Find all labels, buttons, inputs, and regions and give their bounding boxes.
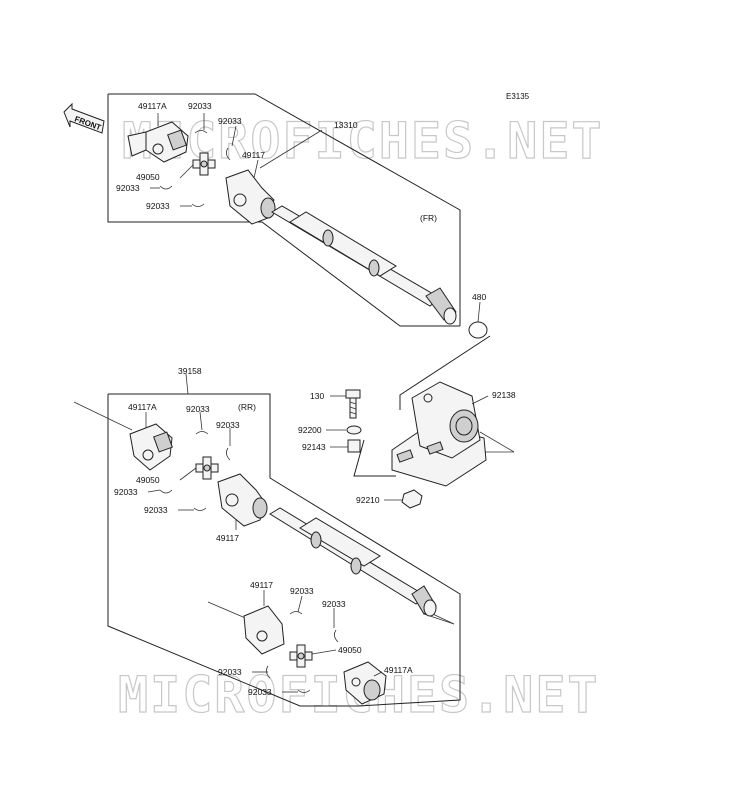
label-front-92033-b: 92033	[218, 116, 242, 126]
rear-yoke-49117	[217, 473, 268, 527]
lower-snap-ring-b	[334, 629, 339, 643]
front-yoke-49117a	[127, 121, 189, 163]
label-front-fr: (FR)	[420, 213, 437, 223]
label-rear-49117: 49117	[216, 533, 239, 543]
lower-yoke-49117	[243, 605, 285, 655]
front-cross-49050	[192, 152, 216, 176]
ring-480: 480	[468, 292, 488, 339]
diagram-code: E3135	[506, 92, 530, 101]
bolt-130	[345, 389, 361, 419]
label-lower-92033-c: 92033	[218, 667, 242, 677]
front-snap-ring-d	[191, 203, 205, 207]
lower-yoke-49117a	[343, 661, 387, 705]
label-front-49117: 49117	[242, 150, 265, 160]
label-front-92033-a: 92033	[188, 101, 212, 111]
label-lower-92033-a: 92033	[290, 586, 314, 596]
rear-yoke-49117a	[129, 423, 173, 471]
front-frame-bottom	[107, 94, 460, 327]
label-480: 480	[472, 292, 486, 302]
lower-snap-ring-d	[297, 689, 311, 693]
lower-cross-49050	[289, 644, 313, 668]
rear-shaft-group: 39158 49117A 92033 (RR) 92033 49050 9203…	[73, 366, 461, 707]
front-snap-ring-a	[194, 130, 208, 134]
label-front-92033-d: 92033	[146, 201, 170, 211]
label-front-49117a: 49117A	[138, 101, 167, 111]
label-92200: 92200	[298, 425, 322, 435]
label-rear-49050: 49050	[136, 475, 160, 485]
front-shaft-13310	[271, 205, 457, 325]
rear-snap-ring-d	[193, 507, 207, 511]
bearing-leader-top	[399, 335, 491, 410]
front-yoke-49117	[225, 169, 276, 225]
label-rear-92033-c: 92033	[114, 487, 138, 497]
rear-frame-left	[107, 394, 358, 707]
label-rear-rr: (RR)	[238, 402, 256, 412]
lower-snap-ring-a	[289, 611, 303, 615]
rear-snap-ring-a	[195, 431, 209, 435]
label-front-13310: 13310	[334, 120, 358, 130]
label-rear-92033-b: 92033	[216, 420, 240, 430]
label-rear-49117a: 49117A	[128, 402, 157, 412]
label-lower-49117a: 49117A	[384, 665, 413, 675]
rear-shaft	[269, 507, 437, 617]
front-snap-ring-c	[159, 185, 173, 190]
label-lower-49050: 49050	[338, 645, 362, 655]
label-92143: 92143	[302, 442, 326, 452]
rear-snap-ring-b	[226, 447, 231, 461]
label-front-49050: 49050	[136, 172, 160, 182]
label-lower-92033-b: 92033	[322, 599, 346, 609]
bearing-leader-left	[353, 439, 396, 477]
label-rear-39158: 39158	[178, 366, 202, 376]
label-rear-92033-d: 92033	[144, 505, 168, 515]
label-lower-92033-d: 92033	[248, 687, 272, 697]
label-front-92033-c: 92033	[116, 183, 140, 193]
bearing-housing-92138	[391, 381, 487, 487]
label-130: 130	[310, 391, 324, 401]
label-92210: 92210	[356, 495, 380, 505]
label-rear-92033-a: 92033	[186, 404, 210, 414]
label-lower-49117: 49117	[250, 580, 273, 590]
front-arrow-icon: FRONT	[63, 102, 105, 134]
bearing-group: 130 92138 92200 92143 92210	[298, 335, 516, 509]
rear-frame-right	[108, 393, 461, 707]
label-92138: 92138	[492, 390, 516, 400]
nut-92210	[401, 489, 423, 509]
front-frame-top	[108, 93, 461, 326]
washer-92200	[346, 425, 362, 435]
collar-92143	[347, 439, 361, 453]
rear-cross-49050	[195, 456, 219, 480]
rear-snap-ring-c	[159, 489, 173, 494]
front-snap-ring-b	[226, 147, 231, 161]
front-shaft-group: 49117A 92033 92033 13310 49117 49050 920…	[107, 93, 461, 327]
